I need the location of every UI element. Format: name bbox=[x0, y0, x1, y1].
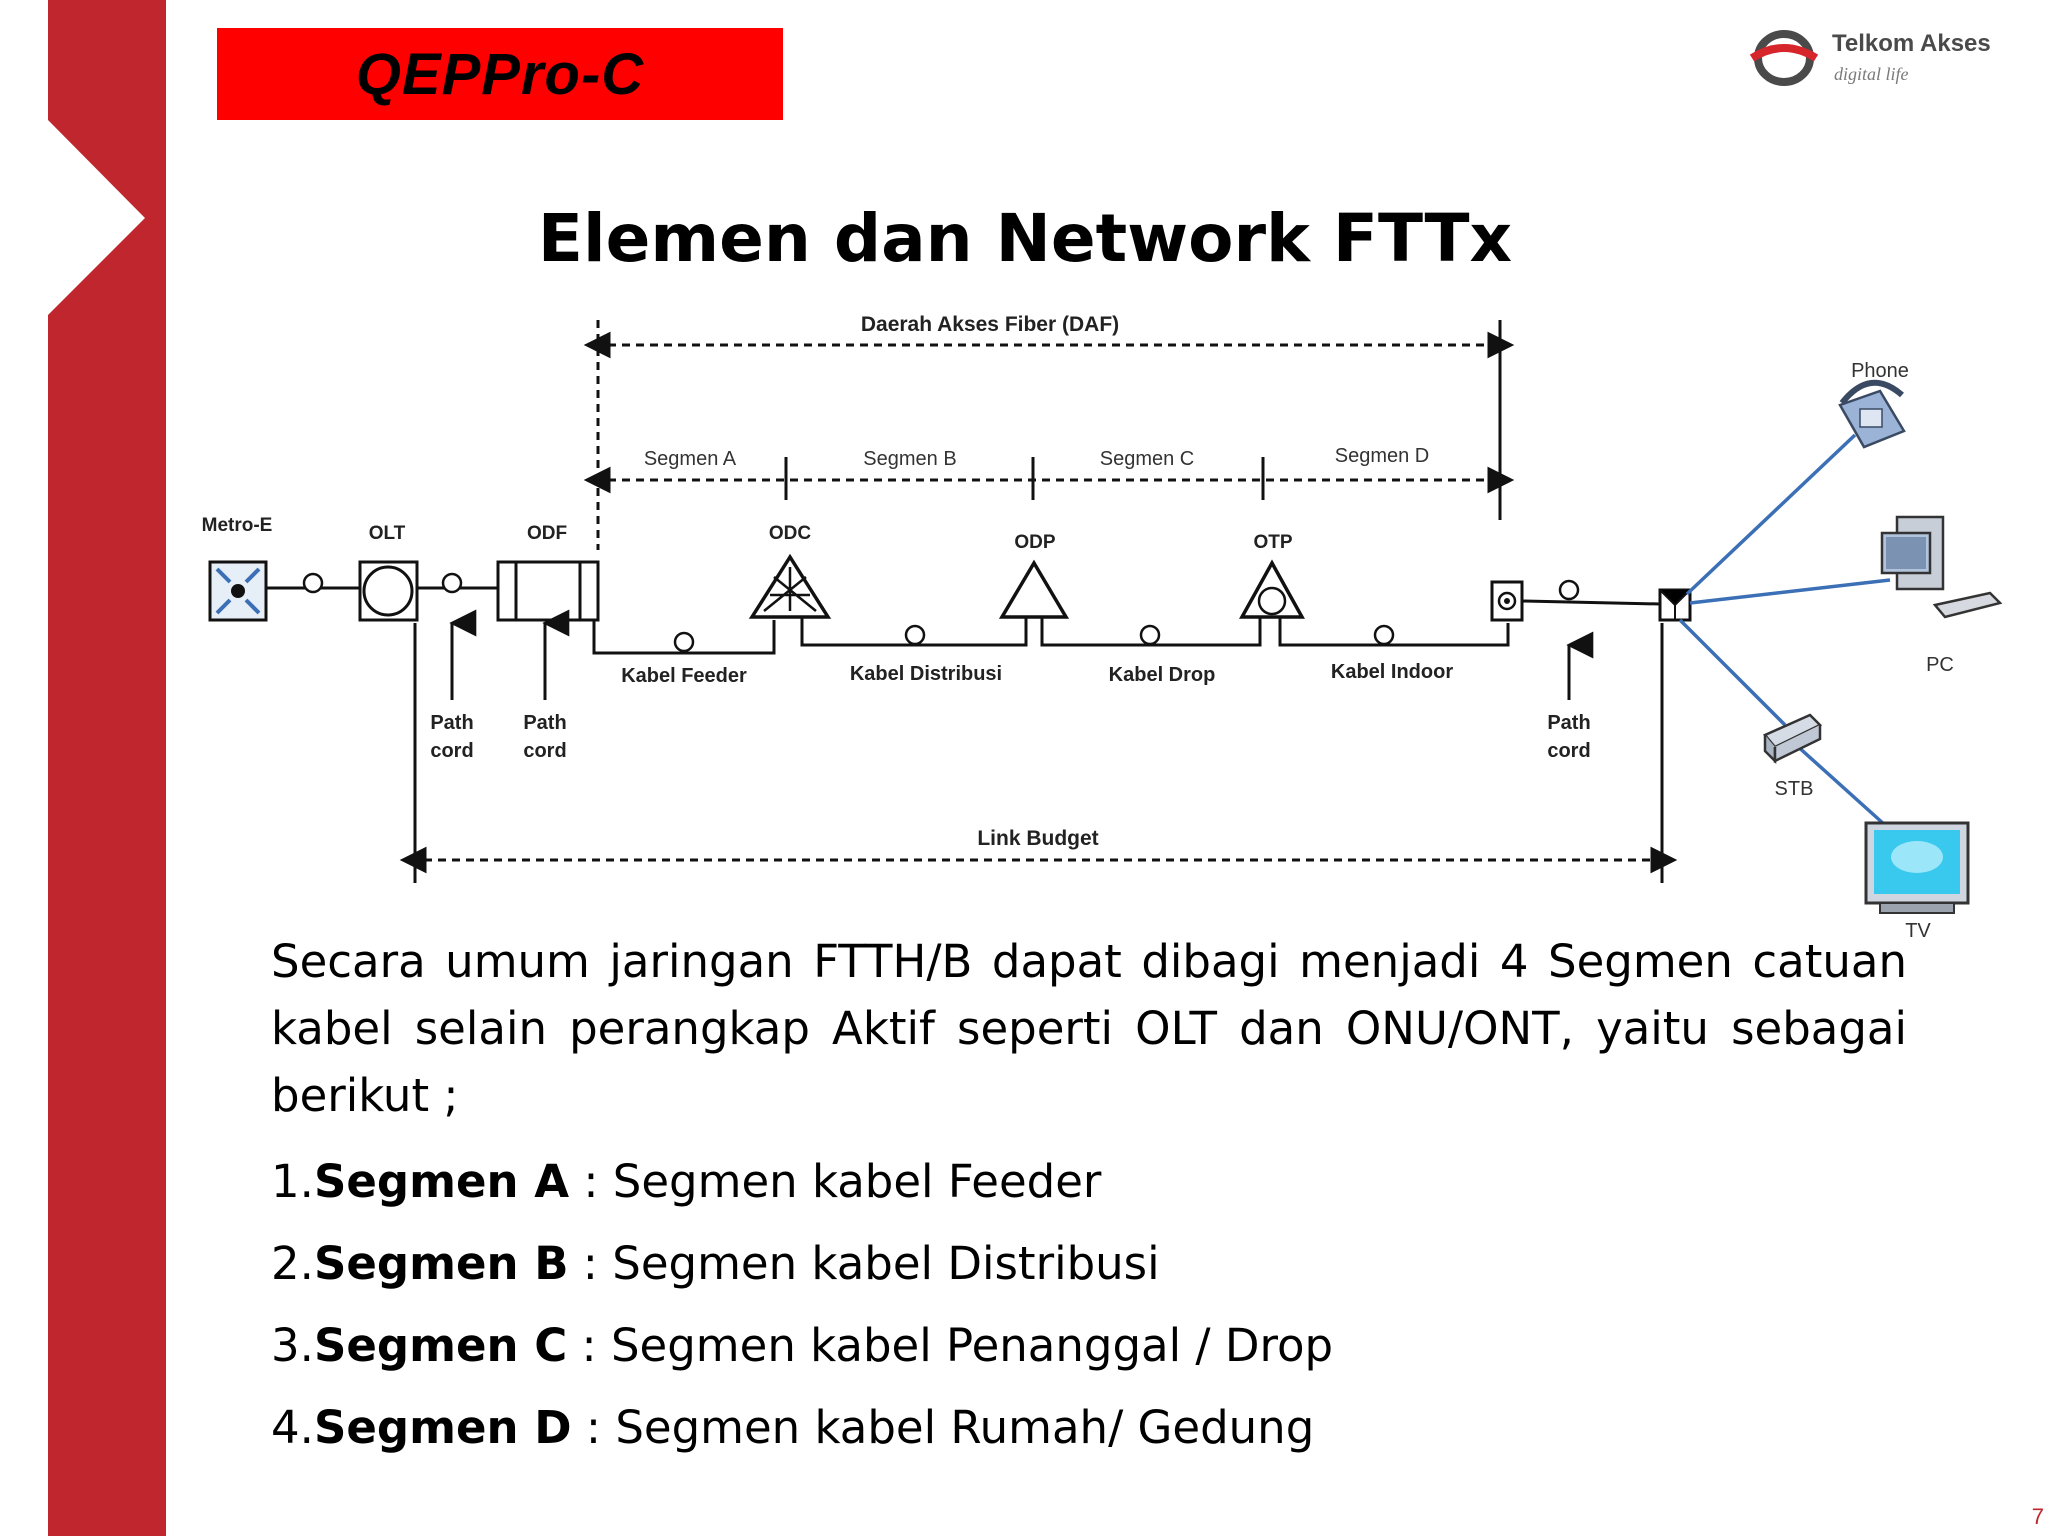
phone-icon bbox=[1838, 379, 1906, 449]
otp-icon bbox=[1239, 559, 1305, 619]
item-number: 3. bbox=[271, 1319, 314, 1372]
odp-icon bbox=[998, 559, 1070, 619]
item-label: Segmen C bbox=[313, 1319, 568, 1372]
daf-dimension: Daerah Akses Fiber (DAF) bbox=[583, 313, 1515, 550]
segment-list-item: 1.Segmen A : Segmen kabel Feeder bbox=[271, 1141, 1907, 1223]
segment-dimension: Segmen A Segmen B Segmen C Segmen D bbox=[583, 445, 1515, 500]
link-budget-dimension: Link Budget bbox=[399, 623, 1678, 883]
tv-label: TV bbox=[1905, 920, 1931, 942]
segment-list-item: 4.Segmen D : Segmen kabel Rumah/ Gedung bbox=[271, 1387, 1907, 1469]
item-label: Segmen D bbox=[313, 1401, 572, 1454]
stb-icon bbox=[1762, 713, 1823, 765]
kabel-feeder-label: Kabel Feeder bbox=[621, 665, 747, 687]
connector-ont bbox=[1558, 579, 1580, 601]
connector-olt-odf bbox=[441, 572, 463, 594]
segment-a-label: Segmen A bbox=[644, 448, 737, 470]
segment-c-label: Segmen C bbox=[1100, 448, 1195, 470]
segment-d-label: Segmen D bbox=[1335, 445, 1430, 467]
metro-e-icon bbox=[208, 560, 268, 622]
path-cord-1-line2: cord bbox=[430, 740, 473, 762]
fttx-network-diagram: Daerah Akses Fiber (DAF) Segmen A Segmen… bbox=[202, 313, 2003, 942]
logo-tagline: digital life bbox=[1834, 64, 1909, 84]
item-number: 4. bbox=[271, 1401, 314, 1454]
path-cord-1-line1: Path bbox=[430, 712, 473, 734]
connector-metro-olt bbox=[302, 572, 324, 594]
intro-paragraph: Secara umum jaringan FTTH/B dapat dibagi… bbox=[271, 935, 1907, 1122]
page-title: Elemen dan Network FTTx bbox=[537, 200, 1513, 277]
home-gateway-icon bbox=[1658, 588, 1692, 622]
connector-drop bbox=[1139, 624, 1161, 646]
olt-label: OLT bbox=[369, 523, 406, 544]
odc-icon bbox=[748, 553, 832, 619]
link-budget-label: Link Budget bbox=[977, 827, 1098, 850]
kabel-drop-label: Kabel Drop bbox=[1109, 664, 1216, 686]
odf-icon bbox=[496, 560, 600, 622]
kabel-distribusi-label: Kabel Distribusi bbox=[850, 663, 1002, 685]
kabel-indoor-label: Kabel Indoor bbox=[1331, 661, 1453, 683]
item-number: 1. bbox=[271, 1155, 314, 1208]
pc-icon bbox=[1880, 515, 2003, 619]
odp-label: ODP bbox=[1014, 532, 1056, 553]
path-cord-2-line2: cord bbox=[523, 740, 566, 762]
item-description: : Segmen kabel Distribusi bbox=[568, 1237, 1160, 1290]
daf-label: Daerah Akses Fiber (DAF) bbox=[861, 313, 1119, 336]
item-description: : Segmen kabel Penanggal / Drop bbox=[567, 1319, 1334, 1372]
tv-icon bbox=[1864, 821, 1970, 914]
item-label: Segmen B bbox=[313, 1237, 569, 1290]
item-label: Segmen A bbox=[313, 1155, 570, 1208]
phone-label: Phone bbox=[1851, 360, 1909, 382]
otp-label: OTP bbox=[1253, 532, 1292, 553]
pc-label: PC bbox=[1926, 654, 1954, 676]
brand-title: QEPPro-C bbox=[355, 41, 645, 107]
chevron-decoration bbox=[48, 120, 145, 315]
segment-b-label: Segmen B bbox=[863, 448, 956, 470]
item-description: : Segmen kabel Rumah/ Gedung bbox=[571, 1401, 1315, 1454]
segment-list-item: 2.Segmen B : Segmen kabel Distribusi bbox=[271, 1223, 1907, 1305]
telkom-logo-icon bbox=[1749, 30, 1819, 86]
telkom-akses-logo: Telkom Akses digital life bbox=[1744, 20, 2034, 96]
path-cord-2-line1: Path bbox=[523, 712, 566, 734]
item-description: : Segmen kabel Feeder bbox=[569, 1155, 1102, 1208]
item-number: 2. bbox=[271, 1237, 314, 1290]
connector-feeder bbox=[673, 631, 695, 653]
segment-list-item: 3.Segmen C : Segmen kabel Penanggal / Dr… bbox=[271, 1305, 1907, 1387]
body-content: Secara umum jaringan FTTH/B dapat dibagi… bbox=[271, 928, 1907, 1469]
path-cord-3-line2: cord bbox=[1547, 740, 1590, 762]
metro-e-label: Metro-E bbox=[202, 515, 273, 536]
logo-name: Telkom Akses bbox=[1832, 30, 1991, 57]
olt-icon bbox=[358, 560, 419, 622]
odf-label: ODF bbox=[527, 523, 567, 544]
stb-label: STB bbox=[1775, 778, 1814, 800]
connector-distribusi bbox=[904, 624, 926, 646]
connector-indoor bbox=[1373, 624, 1395, 646]
page-number: 7 bbox=[2031, 1504, 2044, 1529]
path-cord-3-line1: Path bbox=[1547, 712, 1590, 734]
ont-outlet-icon bbox=[1490, 580, 1524, 622]
odc-label: ODC bbox=[769, 523, 812, 544]
brand-banner: QEPPro-C bbox=[217, 28, 783, 120]
